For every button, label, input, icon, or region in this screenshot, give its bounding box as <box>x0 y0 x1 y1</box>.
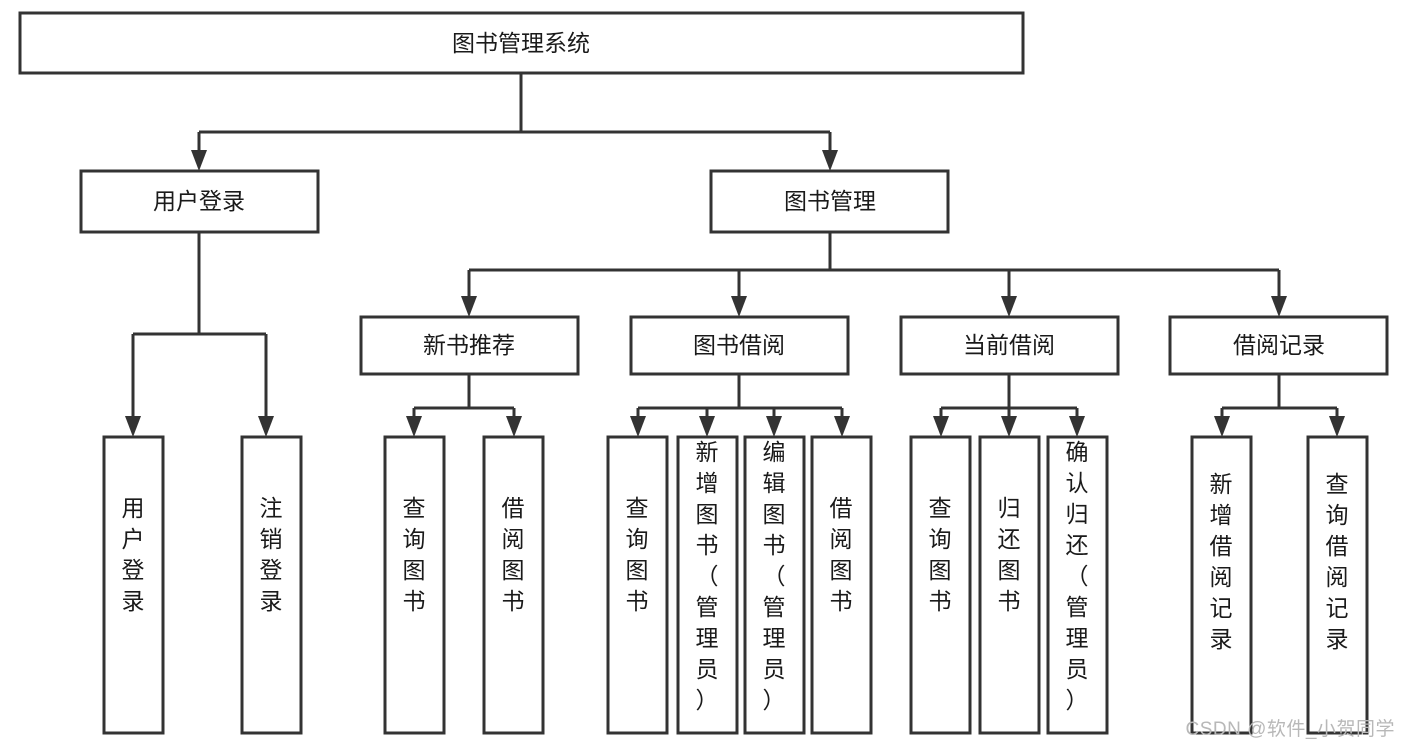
arrow-head-leaf-13 <box>1329 416 1345 437</box>
node-leaf-1-label: 用户登录 <box>122 495 145 614</box>
node-leaf-9-label: 查询图书 <box>929 495 952 614</box>
node-book-manage-label: 图书管理 <box>784 188 876 214</box>
arrow-head-leaf-4 <box>506 416 522 437</box>
node-root-box[interactable] <box>18 11 1025 75</box>
node-user-login[interactable]: 用户登录 <box>79 169 320 234</box>
node-current-borrow-label: 当前借阅 <box>963 332 1055 358</box>
arrow-head-leaf-11 <box>1069 416 1085 437</box>
node-leaf-4-label: 借阅图书 <box>502 495 525 614</box>
node-leaf-5-box[interactable] <box>606 435 669 735</box>
node-user-login-label: 用户登录 <box>153 188 245 214</box>
arrow-head-leaf-7 <box>766 416 782 437</box>
arrow-head-new-book-rec <box>461 296 477 317</box>
node-leaf-4-box[interactable] <box>482 435 545 735</box>
node-leaf-5[interactable]: 查询图书 <box>606 435 669 735</box>
node-leaf-10-label: 归还图书 <box>998 495 1021 614</box>
node-root-label: 图书管理系统 <box>452 30 590 56</box>
arrow-head-leaf-8 <box>834 416 850 437</box>
arrow-head-leaf-10 <box>1001 416 1017 437</box>
node-leaf-7-label: 编辑图书（管理员） <box>763 439 786 713</box>
node-user-login-box[interactable] <box>79 169 320 234</box>
arrow-head-leaf-3 <box>406 416 422 437</box>
node-book-manage-box[interactable] <box>709 169 950 234</box>
node-book-borrow-box[interactable] <box>629 315 850 376</box>
node-leaf-3-box[interactable] <box>383 435 446 735</box>
node-leaf-9-box[interactable] <box>909 435 972 735</box>
node-leaf-6-box[interactable] <box>676 435 739 735</box>
node-leaf-11[interactable]: 确认归还（管理员） <box>1046 435 1109 735</box>
node-borrow-record[interactable]: 借阅记录 <box>1168 315 1389 376</box>
node-leaf-6[interactable]: 新增图书（管理员） <box>676 435 739 735</box>
connector-group-borrow-record <box>1214 374 1345 437</box>
node-leaf-10-box[interactable] <box>978 435 1041 735</box>
arrow-head-book-borrow <box>731 296 747 317</box>
connector-group-book-borrow <box>630 374 850 437</box>
node-leaf-8-box[interactable] <box>810 435 873 735</box>
node-new-book-rec[interactable]: 新书推荐 <box>359 315 580 376</box>
connector-group-book-manage <box>461 232 1287 317</box>
node-root[interactable]: 图书管理系统 <box>18 11 1025 75</box>
node-leaf-8[interactable]: 借阅图书 <box>810 435 873 735</box>
arrow-head-leaf-12 <box>1214 416 1230 437</box>
node-leaf-7[interactable]: 编辑图书（管理员） <box>743 435 806 735</box>
node-new-book-rec-label: 新书推荐 <box>423 332 515 358</box>
node-borrow-record-label: 借阅记录 <box>1233 332 1325 358</box>
node-leaf-1-box[interactable] <box>102 435 165 735</box>
node-book-borrow-label: 图书借阅 <box>693 332 785 358</box>
arrow-head-borrow-record <box>1271 296 1287 317</box>
connector-group-current-borrow <box>933 374 1085 437</box>
arrow-head-user-login <box>191 150 207 171</box>
node-leaf-2[interactable]: 注销登录 <box>240 435 303 735</box>
node-leaf-2-label: 注销登录 <box>260 495 283 614</box>
node-leaf-11-label: 确认归还（管理员） <box>1066 439 1089 713</box>
node-leaf-9[interactable]: 查询图书 <box>909 435 972 735</box>
node-book-manage[interactable]: 图书管理 <box>709 169 950 234</box>
node-leaf-4[interactable]: 借阅图书 <box>482 435 545 735</box>
node-leaf-2-box[interactable] <box>240 435 303 735</box>
node-leaf-1[interactable]: 用户登录 <box>102 435 165 735</box>
node-leaf-7-box[interactable] <box>743 435 806 735</box>
arrow-head-leaf-5 <box>630 416 646 437</box>
arrow-head-leaf-6 <box>699 416 715 437</box>
arrow-head-leaf-1 <box>125 416 141 437</box>
node-leaf-11-box[interactable] <box>1046 435 1109 735</box>
node-leaf-12[interactable]: 新增借阅记录 <box>1190 435 1253 735</box>
node-leaf-6-label: 新增图书（管理员） <box>696 439 719 713</box>
connector-group-root <box>191 73 838 171</box>
node-leaf-5-label: 查询图书 <box>626 495 649 614</box>
node-current-borrow[interactable]: 当前借阅 <box>899 315 1120 376</box>
node-leaf-3-label: 查询图书 <box>403 495 426 614</box>
node-leaf-10[interactable]: 归还图书 <box>978 435 1041 735</box>
arrow-head-leaf-2 <box>258 416 274 437</box>
node-leaf-3[interactable]: 查询图书 <box>383 435 446 735</box>
arrow-head-leaf-9 <box>933 416 949 437</box>
node-leaf-12-label: 新增借阅记录 <box>1210 471 1233 652</box>
arrow-head-book-manage <box>822 150 838 171</box>
node-current-borrow-box[interactable] <box>899 315 1120 376</box>
connector-group-user-login <box>125 232 274 437</box>
node-new-book-rec-box[interactable] <box>359 315 580 376</box>
node-leaf-12-box[interactable] <box>1190 435 1253 735</box>
node-leaf-13[interactable]: 查询借阅记录 <box>1306 435 1369 735</box>
node-book-borrow[interactable]: 图书借阅 <box>629 315 850 376</box>
node-leaf-13-label: 查询借阅记录 <box>1326 471 1349 652</box>
node-borrow-record-box[interactable] <box>1168 315 1389 376</box>
node-leaf-13-box[interactable] <box>1306 435 1369 735</box>
connector-group-new-book-rec <box>406 374 522 437</box>
arrow-head-current-borrow <box>1001 296 1017 317</box>
node-leaf-8-label: 借阅图书 <box>830 495 853 614</box>
